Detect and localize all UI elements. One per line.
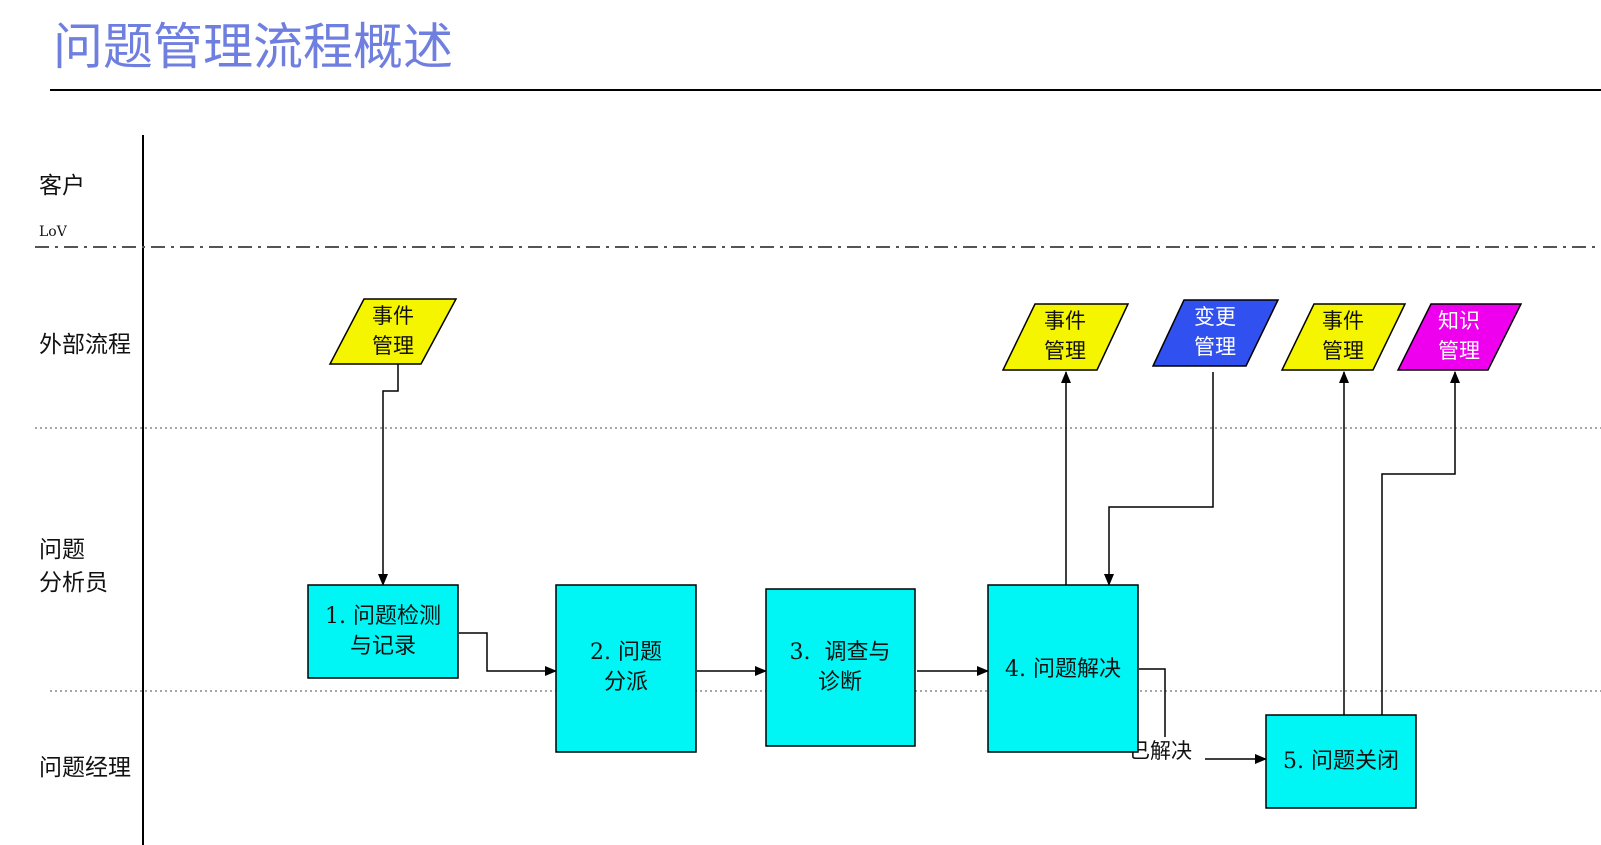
- step-5-label: 5. 问题关闭: [1283, 749, 1399, 774]
- incident-management-1-label-2: 管理: [372, 334, 414, 358]
- change-management-label-2: 管理: [1194, 335, 1236, 359]
- change-management-label: 变更: [1194, 305, 1236, 329]
- lane-label-problem-analyst: 问题: [39, 537, 85, 563]
- step-1-label: 1. 问题检测: [325, 604, 441, 629]
- incident-management-2: [1001, 303, 1130, 371]
- knowledge-management: [1396, 303, 1523, 371]
- step-5-close-box: [1265, 714, 1417, 809]
- step-2-label: 2. 问题: [590, 640, 662, 665]
- edge-close-to-knowledge: [1381, 371, 1460, 715]
- incident-management-3-label-2: 管理: [1322, 339, 1364, 363]
- edge-resolve-to-close: [1139, 668, 1267, 764]
- step-4-label: 4. 问题解决: [1005, 657, 1121, 682]
- lane-label-external-process: 外部流程: [39, 332, 131, 358]
- edge-incident-to-detect: [378, 362, 399, 586]
- incident-management-1-label: 事件: [372, 304, 414, 328]
- edge-detect-to-assign: [459, 632, 557, 676]
- knowledge-management-label: 知识: [1438, 309, 1480, 333]
- edge-change-to-resolve: [1104, 372, 1214, 586]
- incident-management-3: [1280, 303, 1407, 371]
- step-1-label-2: 与记录: [350, 634, 416, 659]
- step-2-label-2: 分派: [604, 670, 648, 695]
- incident-management-1: [328, 298, 458, 365]
- edge-label-resolved: 已解决: [1129, 739, 1192, 763]
- step-4-resolve-box: [987, 584, 1139, 753]
- edge-label-resolved-bg: [1127, 737, 1205, 763]
- page-title: 问题管理流程概述: [53, 18, 453, 76]
- step-1-detect-box: [307, 584, 459, 679]
- change-management: [1151, 299, 1280, 367]
- step-3-label: 3. 调查与: [790, 640, 891, 665]
- lane-label-problem-manager: 问题经理: [39, 755, 131, 781]
- incident-management-2-label-2: 管理: [1044, 339, 1086, 363]
- incident-management-3-label: 事件: [1322, 309, 1364, 333]
- knowledge-management-label-2: 管理: [1438, 339, 1480, 363]
- incident-management-2-label: 事件: [1044, 309, 1086, 333]
- lov-label: LoV: [39, 224, 68, 240]
- step-2-assign-box: [555, 584, 697, 753]
- lane-label-problem-analyst-2: 分析员: [39, 570, 108, 596]
- lane-label-customer: 客户: [39, 173, 85, 199]
- step-3-label-2: 诊断: [818, 670, 862, 695]
- step-3-investigate-box: [765, 588, 916, 747]
